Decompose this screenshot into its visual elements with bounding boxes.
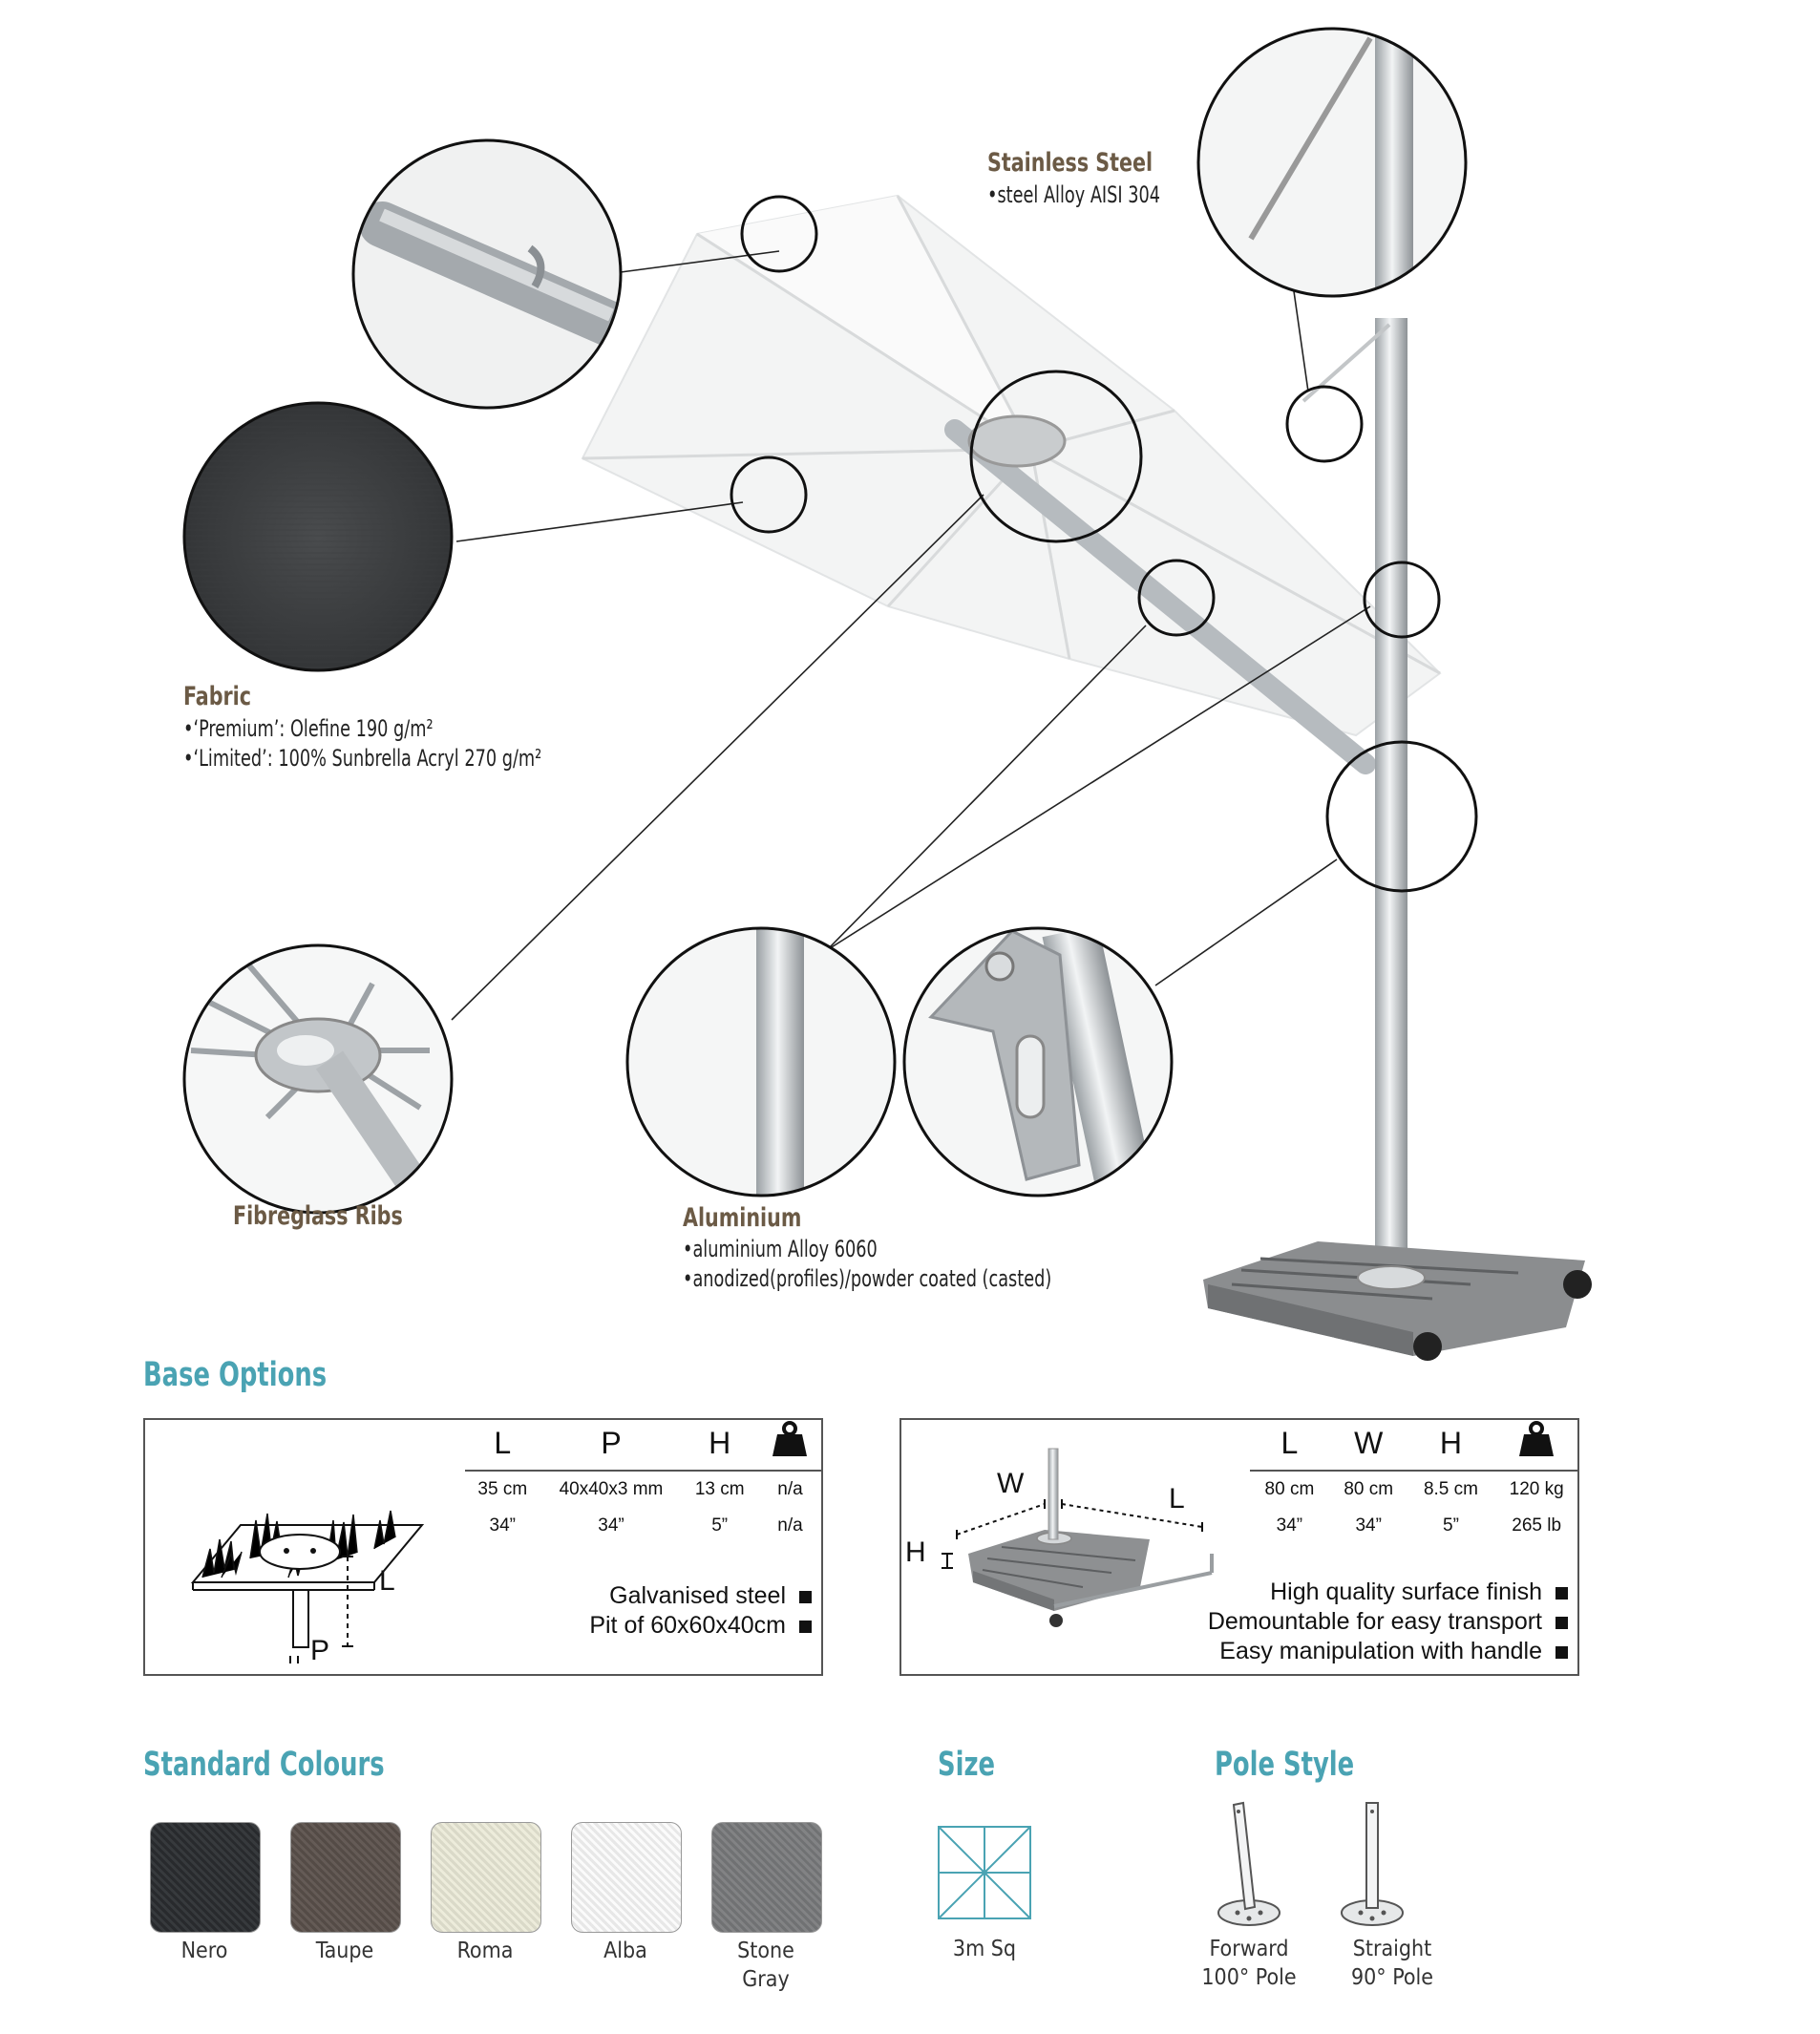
plate-spec-table: L W H 80 cm 80 cm 8.5 cm 120 kg 34” 34” … — [1250, 1420, 1579, 1544]
colour-name: Alba — [603, 1939, 647, 1963]
table-cell: 13 cm — [694, 1479, 745, 1499]
plate-base-diagram — [942, 1448, 1214, 1627]
pole-style-label: Straight 90° Pole — [1350, 1937, 1434, 1990]
colour-name: Nero — [180, 1939, 228, 1963]
stainless-steel-bullets: steel Alloy AISI 304 — [987, 180, 1160, 210]
table-cell: 40x40x3 mm — [559, 1479, 664, 1499]
table-cell: 80 cm — [1344, 1479, 1394, 1499]
ground-diagram-label-pipe: P — [310, 1635, 330, 1666]
fabric-bullets: ‘Premium’: Olefine 190 g/m² ‘Limited’: 1… — [183, 714, 541, 773]
fabric-bullet: ‘Premium’: Olefine 190 g/m² — [183, 714, 541, 744]
aluminium-bullet: anodized(profiles)/powder coated (casted… — [683, 1264, 1051, 1294]
colour-swatch[interactable] — [571, 1822, 682, 1933]
size-label: 3m Sq — [952, 1937, 1017, 1961]
table-cell: 265 lb — [1512, 1515, 1562, 1536]
table-cell: 34” — [1276, 1515, 1303, 1536]
column-header: L — [465, 1420, 540, 1472]
fabric-bullet: ‘Limited’: 100% Sunbrella Acryl 270 g/m² — [183, 744, 541, 773]
colour-name: Roma — [456, 1939, 514, 1963]
colour-swatch[interactable] — [290, 1822, 401, 1933]
stainless-steel-bullet: steel Alloy AISI 304 — [987, 180, 1160, 210]
square-canopy-icon — [938, 1826, 1031, 1919]
colour-swatch[interactable] — [150, 1822, 261, 1933]
aluminium-bullets: aluminium Alloy 6060 anodized(profiles)/… — [683, 1235, 1051, 1294]
pole-style-title: Pole Style — [1215, 1746, 1355, 1784]
table-cell: 5” — [711, 1515, 729, 1536]
forward-pole-icon — [1217, 1801, 1280, 1926]
size-title: Size — [938, 1746, 995, 1784]
fibreglass-ribs-title: Fibreglass Ribs — [233, 1201, 403, 1231]
column-header: H — [1407, 1420, 1494, 1472]
feature-item: Pit of 60x60x40cm — [589, 1612, 812, 1640]
table-cell: n/a — [777, 1479, 803, 1499]
feature-item: High quality surface finish — [1270, 1578, 1568, 1606]
plate-base-panel: W L H L W H 80 cm 80 cm 8.5 cm 120 kg 34… — [899, 1418, 1579, 1676]
weight-icon — [756, 1420, 823, 1472]
weight-icon — [1493, 1420, 1579, 1472]
ground-spec-table: L P H 35 cm 40x40x3 mm 13 cm n/a 34” 34”… — [465, 1420, 823, 1544]
base-options-title: Base Options — [143, 1356, 328, 1394]
pole-style-label: Forward 100° Pole — [1201, 1937, 1297, 1990]
column-header: W — [1328, 1420, 1408, 1472]
table-cell: n/a — [777, 1515, 803, 1536]
feature-item: Demountable for easy transport — [1208, 1608, 1568, 1636]
table-cell: 34” — [598, 1515, 624, 1536]
plate-diagram-label-width: W — [997, 1468, 1025, 1499]
table-cell: 80 cm — [1264, 1479, 1315, 1499]
table-cell: 8.5 cm — [1423, 1479, 1478, 1499]
table-cell: 35 cm — [477, 1479, 528, 1499]
plate-diagram-label-height: H — [905, 1536, 926, 1568]
ground-base-diagram — [190, 1510, 425, 1663]
ground-base-panel: L P L P H 35 cm 40x40x3 mm 13 cm n/a 34”… — [143, 1418, 823, 1676]
stainless-steel-title: Stainless Steel — [987, 148, 1153, 178]
column-header: P — [540, 1420, 683, 1472]
product-illustration — [182, 27, 1592, 1361]
fabric-title: Fabric — [183, 682, 251, 711]
table-cell: 34” — [489, 1515, 517, 1536]
standard-colours-title: Standard Colours — [143, 1746, 385, 1784]
colour-swatch[interactable] — [431, 1822, 541, 1933]
colour-name: Stone Gray — [737, 1939, 794, 1992]
straight-pole-icon — [1341, 1802, 1404, 1926]
feature-item: Galvanised steel — [609, 1582, 812, 1610]
column-header: H — [682, 1420, 757, 1472]
ground-diagram-label-length: L — [379, 1565, 395, 1597]
table-cell: 5” — [1443, 1515, 1459, 1536]
feature-item: Easy manipulation with handle — [1219, 1638, 1568, 1665]
table-cell: 34” — [1355, 1515, 1382, 1536]
aluminium-title: Aluminium — [683, 1203, 802, 1233]
colour-name: Taupe — [315, 1939, 374, 1963]
plate-diagram-label-length: L — [1169, 1483, 1185, 1515]
colour-swatch[interactable] — [711, 1822, 822, 1933]
column-header: L — [1250, 1420, 1329, 1472]
table-cell: 120 kg — [1509, 1479, 1564, 1499]
pole — [1375, 318, 1407, 1273]
aluminium-bullet: aluminium Alloy 6060 — [683, 1235, 1051, 1264]
